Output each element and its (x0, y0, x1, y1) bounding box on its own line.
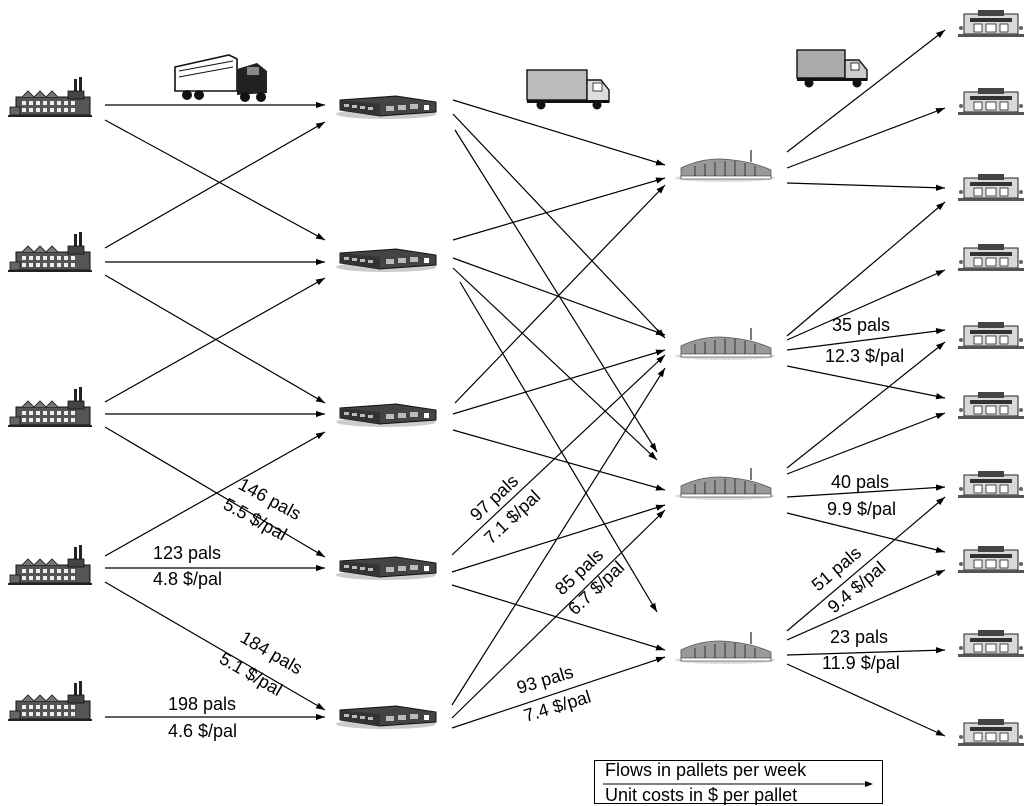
warehouse-icon (336, 557, 436, 580)
flow-arrow (105, 122, 325, 248)
cost-label: 11.9 $/pal (822, 653, 900, 673)
legend: Flows in pallets per week Unit costs in … (594, 760, 883, 804)
retailer-1 (958, 10, 1024, 37)
box-truck-icon (527, 70, 609, 110)
factory-icon (8, 387, 92, 427)
flow-arrow (787, 108, 945, 168)
flow-arrow (452, 585, 665, 650)
warehouse-dc-arrows (452, 100, 665, 728)
warehouse-1 (336, 96, 436, 119)
factory-icon (8, 545, 92, 585)
flow-arrow (787, 183, 945, 188)
factory-icon (8, 77, 92, 117)
store-icon (958, 322, 1024, 349)
flow-label: 35 pals (832, 315, 890, 335)
distribution-center-1 (675, 150, 775, 182)
distribution-center-icon (675, 468, 775, 500)
cost-label: 9.9 $/pal (827, 499, 896, 519)
flow-arrow (453, 100, 665, 165)
flow-arrow (787, 664, 945, 736)
retailer-4 (958, 244, 1024, 271)
delivery-truck-icon (797, 50, 867, 88)
distribution-center-3 (675, 468, 775, 500)
semi-truck-icon (175, 55, 267, 102)
cost-label: 4.6 $/pal (168, 721, 237, 741)
warehouse-3 (336, 404, 436, 427)
flow-arrow (453, 350, 665, 414)
cost-label: 12.3 $/pal (825, 346, 904, 366)
store-icon (958, 719, 1024, 746)
store-icon (958, 471, 1024, 498)
flow-arrow (787, 366, 945, 398)
retailer-7 (958, 471, 1024, 498)
warehouse-icon (336, 404, 436, 427)
retailer-3 (958, 174, 1024, 201)
retailer-10 (958, 719, 1024, 746)
flow-arrow (452, 355, 665, 555)
distribution-center-icon (675, 150, 775, 182)
store-icon (958, 88, 1024, 115)
flow-arrow (453, 114, 665, 338)
retailer-5 (958, 322, 1024, 349)
store-icon (958, 174, 1024, 201)
factory-icon (8, 232, 92, 272)
cost-label: 4.8 $/pal (153, 569, 222, 589)
flow-label: 198 pals (168, 694, 236, 714)
factory-icon (8, 681, 92, 721)
flow-arrow (452, 510, 665, 718)
retailer-9 (958, 630, 1024, 657)
plant-warehouse-arrows (105, 105, 325, 717)
flow-arrow (453, 430, 665, 490)
warehouse-5 (336, 706, 436, 729)
warehouse-icon (336, 249, 436, 272)
retailer-8 (958, 546, 1024, 573)
flow-label: 123 pals (153, 543, 221, 563)
flow-arrow (455, 185, 665, 403)
warehouse-2 (336, 249, 436, 272)
flow-arrow (453, 178, 665, 240)
plant-4 (8, 545, 92, 585)
plant-5 (8, 681, 92, 721)
plant-3 (8, 387, 92, 427)
store-icon (958, 546, 1024, 573)
flow-arrow (460, 282, 657, 612)
flow-arrow (787, 413, 945, 474)
flow-arrow (787, 30, 945, 152)
plant-1 (8, 77, 92, 117)
retailer-6 (958, 392, 1024, 419)
distribution-center-icon (675, 328, 775, 360)
legend-costs-label: Unit costs in $ per pallet (605, 785, 797, 806)
store-icon (958, 630, 1024, 657)
warehouse-icon (336, 96, 436, 119)
distribution-center-4 (675, 632, 775, 664)
flow-label: 40 pals (831, 472, 889, 492)
flow-arrow (105, 582, 325, 710)
store-icon (958, 392, 1024, 419)
distribution-center-icon (675, 632, 775, 664)
store-icon (958, 10, 1024, 37)
legend-flows-label: Flows in pallets per week (605, 760, 806, 781)
warehouse-icon (336, 706, 436, 729)
flow-arrow (105, 120, 325, 240)
distribution-center-2 (675, 328, 775, 360)
retailer-2 (958, 88, 1024, 115)
warehouse-4 (336, 557, 436, 580)
flow-label: 23 pals (830, 627, 888, 647)
plant-2 (8, 232, 92, 272)
store-icon (958, 244, 1024, 271)
